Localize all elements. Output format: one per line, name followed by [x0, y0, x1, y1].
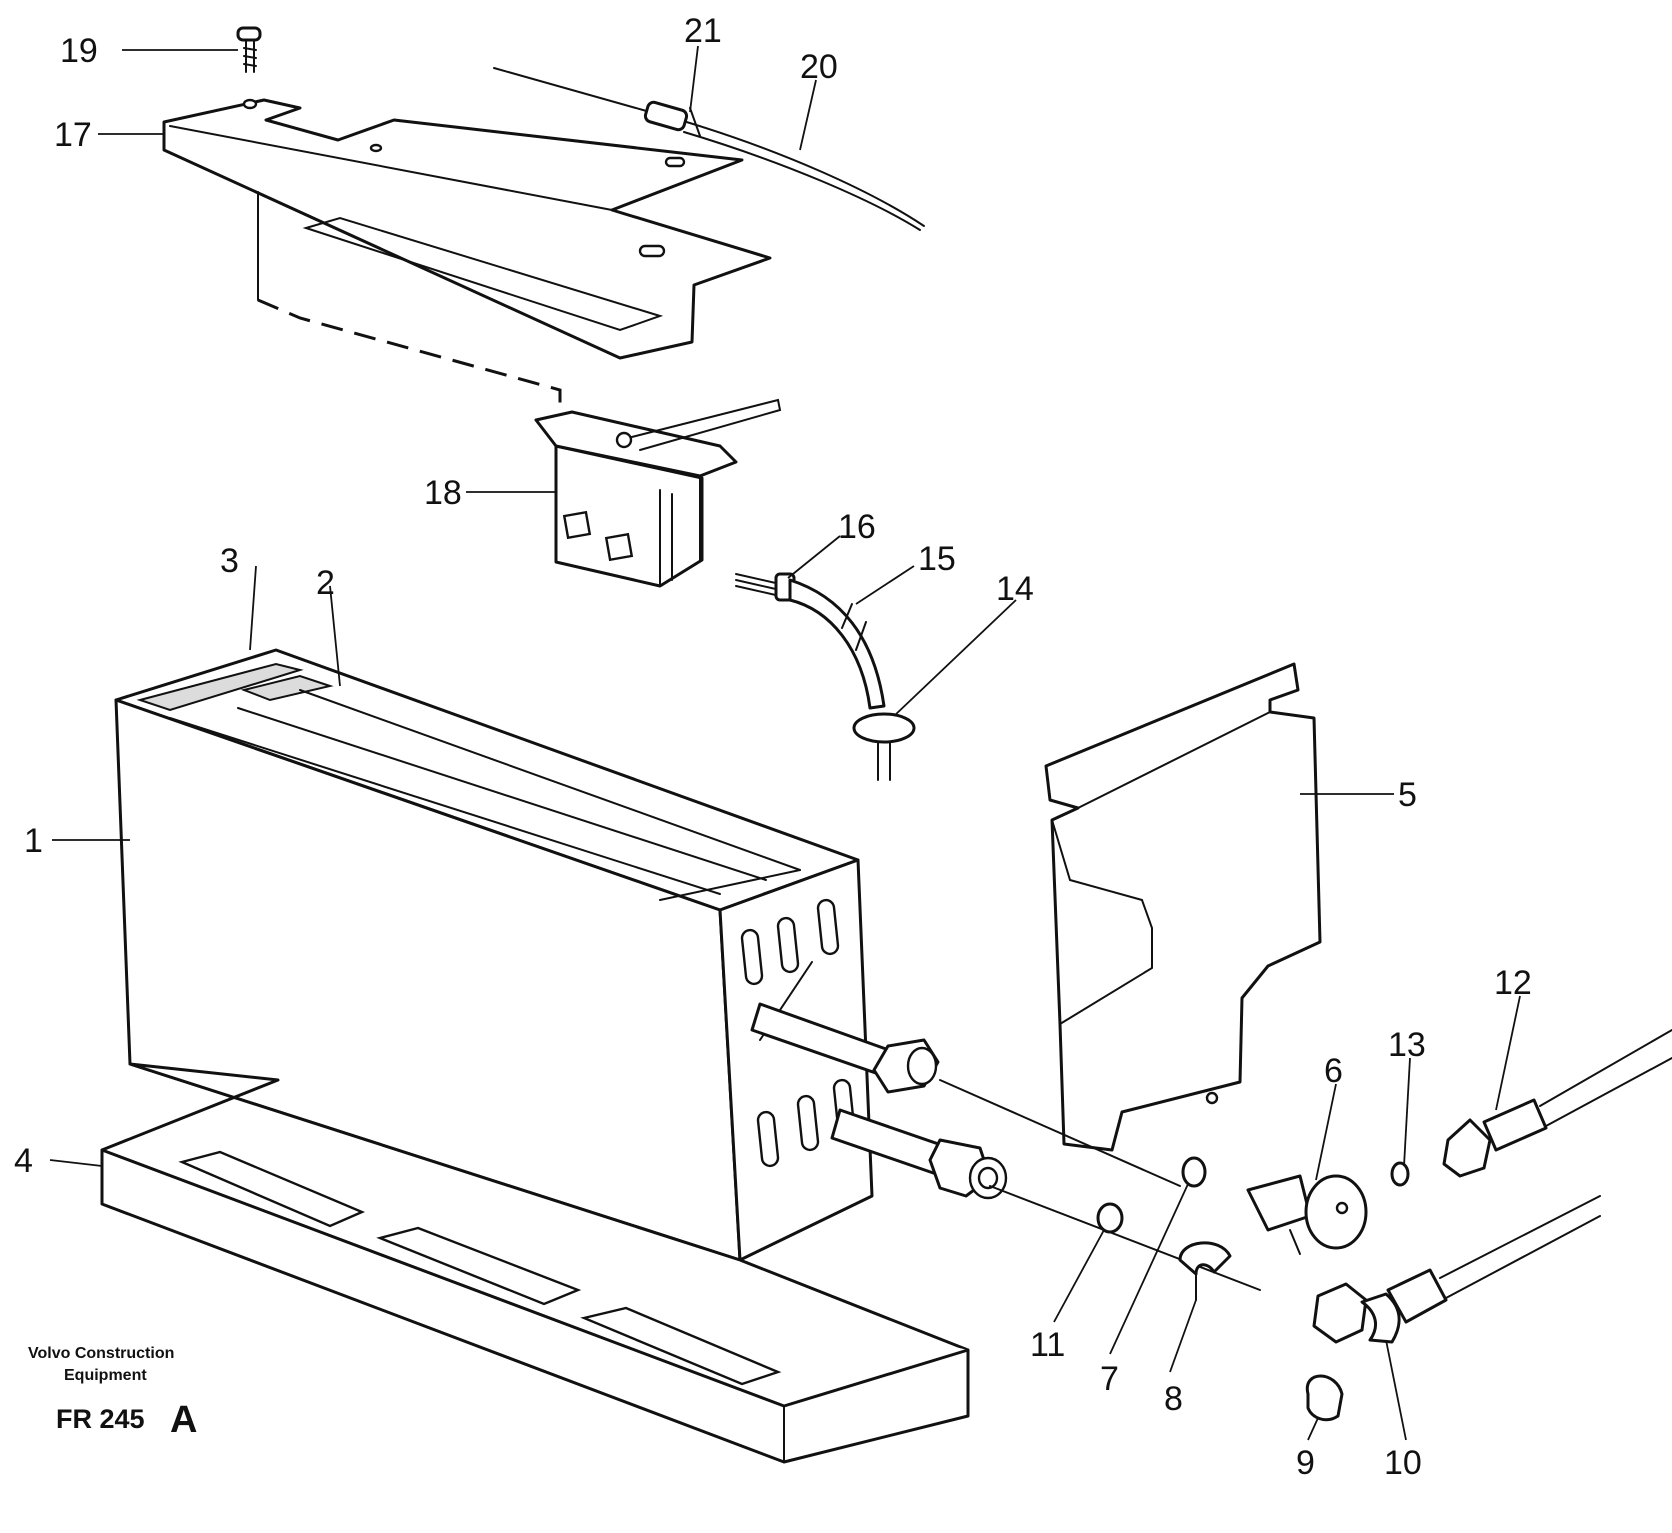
small-parts [939, 1029, 1672, 1422]
callout-13: 13 [1388, 1026, 1426, 1064]
callout-14: 14 [996, 570, 1034, 608]
callout-numbers: 19 17 21 20 18 16 15 14 3 2 1 5 12 13 6 … [14, 12, 1532, 1482]
heater-pipe-fittings [872, 1038, 1008, 1200]
callout-1: 1 [24, 822, 43, 860]
callout-17: 17 [54, 116, 92, 154]
callout-3: 3 [220, 542, 239, 580]
leader-lines [49, 45, 1521, 1441]
drawing-revision: A [170, 1399, 197, 1441]
brand-line-1: Volvo Construction [28, 1345, 174, 1362]
callout-18: 18 [424, 474, 462, 512]
callout-20: 20 [800, 48, 838, 86]
callout-12: 12 [1494, 964, 1532, 1002]
callout-8: 8 [1164, 1380, 1183, 1418]
thermostat [534, 398, 782, 588]
brand-line-2: Equipment [64, 1367, 147, 1384]
callout-19: 19 [60, 32, 98, 70]
cover-plate [1044, 662, 1322, 1152]
callout-21: 21 [684, 12, 722, 50]
screw [236, 26, 262, 73]
drawing-code: FR 245 [56, 1404, 145, 1434]
callout-7: 7 [1100, 1360, 1119, 1398]
callout-11: 11 [1030, 1326, 1065, 1364]
callout-6: 6 [1324, 1052, 1343, 1090]
callout-16: 16 [838, 508, 876, 546]
callout-5: 5 [1398, 776, 1417, 814]
drawing-footer: Volvo Construction Equipment FR 245 A [28, 1345, 197, 1441]
callout-4: 4 [14, 1142, 33, 1180]
dashed-assembly-line [257, 298, 562, 418]
callout-9: 9 [1296, 1444, 1315, 1482]
capillary-tube [493, 67, 925, 231]
heater-casing [114, 648, 952, 1262]
mounting-bracket [162, 98, 772, 360]
callout-15: 15 [918, 540, 956, 578]
base-frame [100, 1062, 970, 1464]
callout-2: 2 [316, 564, 335, 602]
callout-10: 10 [1384, 1444, 1422, 1482]
wire-harness [735, 572, 916, 781]
